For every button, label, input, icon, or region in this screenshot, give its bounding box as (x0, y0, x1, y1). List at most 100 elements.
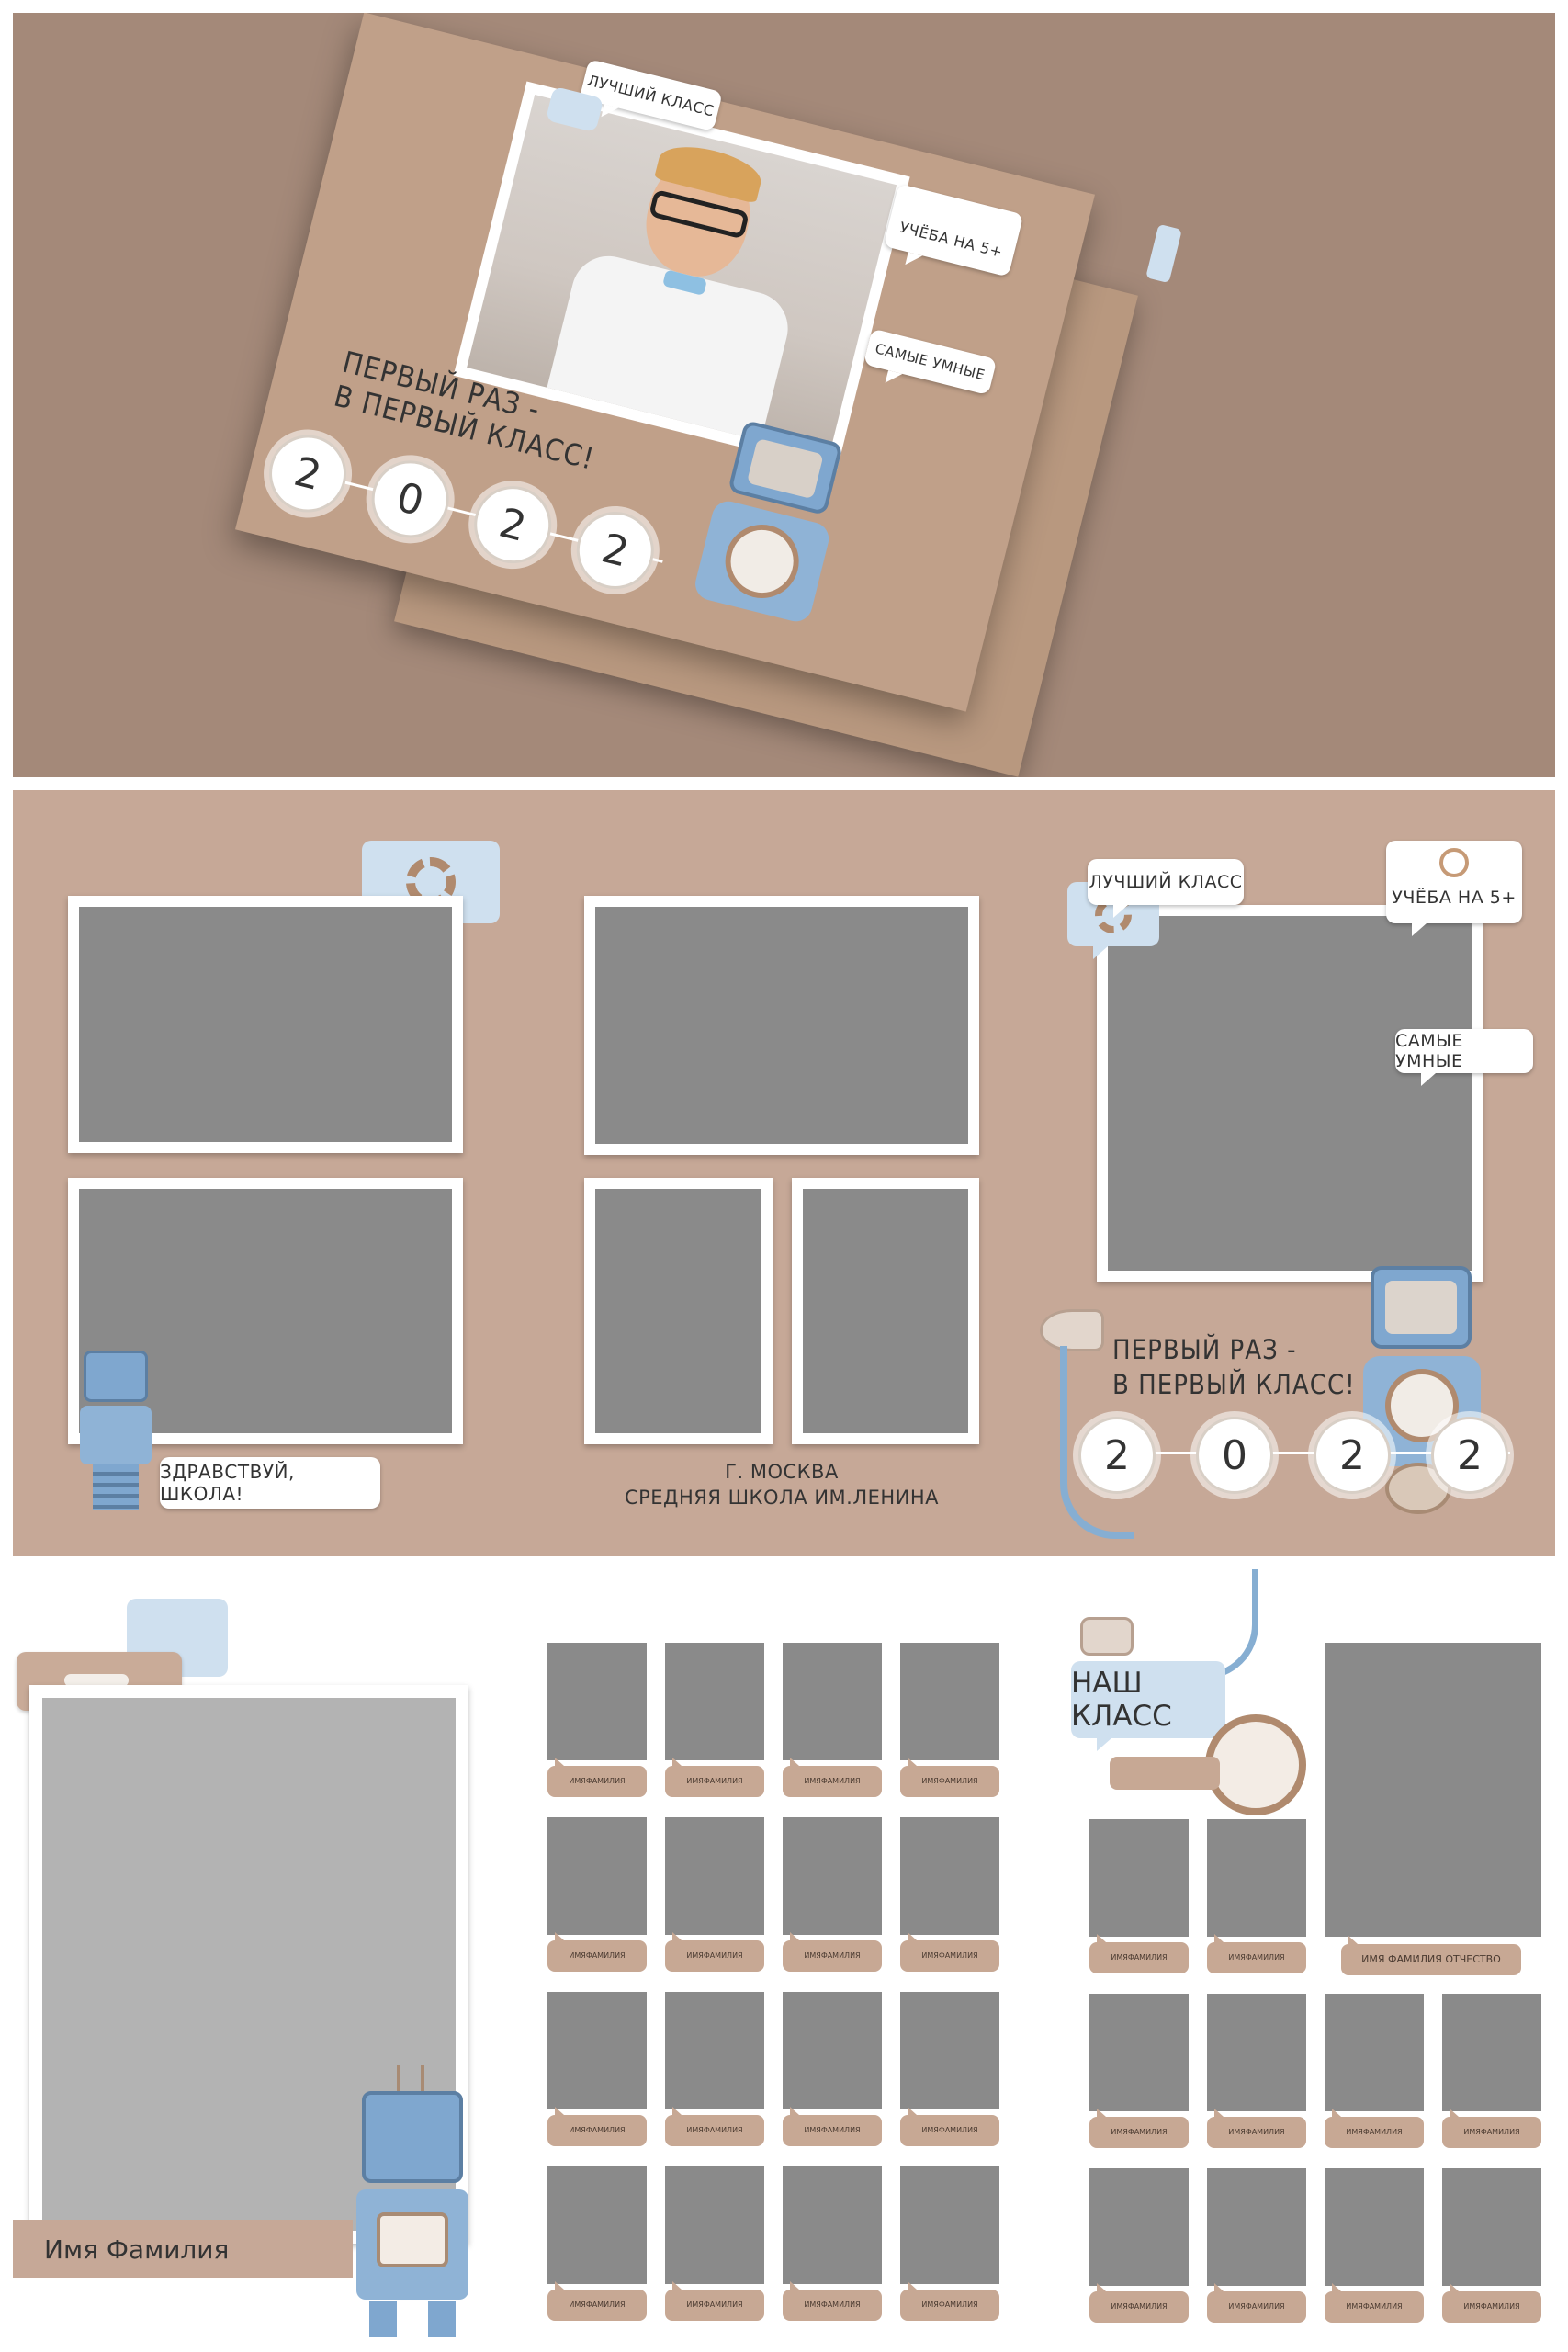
student-name-tag-text: ИМЯ (921, 2301, 939, 2309)
student-name-tag-text: ИМЯ (921, 2126, 939, 2134)
robot-legs (369, 2301, 456, 2337)
student-name-tag-text: ФАМИЛИЯ (1127, 2302, 1168, 2311)
our-class-title: НАШ КЛАСС (1071, 1667, 1172, 1733)
student-name-tag-text: ИМЯ (1111, 2128, 1128, 2136)
student-photo-placeholder (547, 1817, 647, 1935)
student-name-tag-text: ФАМИЛИЯ (585, 1777, 626, 1785)
grades-text: УЧЁБА НА 5+ (1392, 888, 1517, 908)
grades-bubble-right: УЧЁБА НА 5+ (1386, 841, 1522, 936)
student-name-tag-text: ИМЯ (1463, 2302, 1481, 2311)
year-digit-2: 0 (1196, 1417, 1273, 1494)
teacher-photo (1325, 1643, 1541, 1937)
student-name-tag-text: ИМЯ (569, 2126, 586, 2134)
student-name-tag-text: ИМЯ (686, 1951, 704, 1960)
student-name-tag-text: ИМЯ (686, 2301, 704, 2309)
student-name-tag-text: ИМЯ (1228, 2128, 1246, 2136)
robot-illustration (668, 413, 871, 656)
best-class-text: ЛУЧШИЙ КЛАСС (1089, 872, 1243, 892)
grades-bubble: УЧЁБА НА 5+ (883, 183, 1024, 277)
student-photo-placeholder (665, 1992, 764, 2109)
year-digit-3: 2 (466, 478, 560, 572)
student-name-tag-text: ИМЯ (1346, 2128, 1363, 2136)
plug-icon (1080, 1617, 1134, 1656)
student-photo-placeholder (665, 1643, 764, 1760)
student-name-tag-text: ФАМИЛИЯ (585, 2126, 626, 2134)
student-name-tag-text: ФАМИЛИЯ (585, 1951, 626, 1960)
student-photo-placeholder (1207, 2168, 1306, 2286)
student-photo-placeholder (1325, 1994, 1424, 2111)
robot-head (84, 1351, 148, 1402)
year-digit-2: 0 (363, 452, 457, 547)
student-name-tag-text: ФАМИЛИЯ (585, 2301, 626, 2309)
year-digit-4: 2 (1431, 1417, 1508, 1494)
wrench-icon (64, 1674, 129, 1687)
student-name-tag-text: ФАМИЛИЯ (1245, 1953, 1285, 1962)
student-name-tag-text: ФАМИЛИЯ (820, 2126, 861, 2134)
student-name-tag-text: ФАМИЛИЯ (1362, 2128, 1403, 2136)
best-class-text: ЛУЧШИЙ КЛАСС (585, 71, 716, 120)
photo-placeholder (595, 1189, 761, 1433)
smartest-bubble: САМЫЕ УМНЫЕ (863, 328, 998, 396)
spread-section: ЗДРАВСТВУЙ, ШКОЛА! Г. МОСКВА СРЕДНЯЯ ШКО… (13, 790, 1555, 1556)
student-photo-placeholder (665, 1817, 764, 1935)
smartest-text: САМЫЕ УМНЫЕ (1395, 1031, 1463, 1071)
student-name-tag-text: ИМЯ (686, 1777, 704, 1785)
grades-text: УЧЁБА НА 5+ (897, 218, 1005, 261)
spread-title-line2: В ПЕРВЫЙ КЛАСС! (1112, 1369, 1356, 1400)
city-text: Г. МОСКВА (725, 1461, 839, 1483)
student-name: Имя Фамилия (44, 2233, 230, 2265)
student-name-tag-text: ИМЯ (804, 2126, 821, 2134)
student-name-tag-text: ИМЯ (804, 1777, 821, 1785)
student-name-tag-text: ФАМИЛИЯ (820, 1951, 861, 1960)
student-photo-placeholder (1325, 2168, 1424, 2286)
school-text: СРЕДНЯЯ ШКОЛА ИМ.ЛЕНИНА (624, 1487, 940, 1509)
student-photo-placeholder (1207, 1994, 1306, 2111)
year-track-right (1088, 1452, 1510, 1454)
photo-frame-middle-top (584, 896, 979, 1155)
student-name-tag-text: ФАМИЛИЯ (1245, 2128, 1285, 2136)
student-photo-placeholder (900, 1817, 999, 1935)
photo-frame-right (1097, 905, 1483, 1282)
student-photo-placeholder (1442, 1994, 1541, 2111)
student-name-tag-text: ФАМИЛИЯ (938, 2301, 978, 2309)
our-class-bubble: НАШ КЛАСС (1071, 1661, 1225, 1751)
student-name-tag-text: ФАМИЛИЯ (938, 1777, 978, 1785)
student-photo-placeholder (783, 1817, 882, 1935)
student-name-tag-text: ИМЯ (1463, 2128, 1481, 2136)
year-digit-1: 2 (1078, 1417, 1156, 1494)
school-address: Г. МОСКВА СРЕДНЯЯ ШКОЛА ИМ.ЛЕНИНА (584, 1459, 979, 1510)
student-name-band: Имя Фамилия (13, 2220, 353, 2278)
student-name-tag-text: ИМЯ (804, 2301, 821, 2309)
photo-placeholder (803, 1189, 968, 1433)
student-name-tag-text: ИМЯ (569, 1951, 586, 1960)
year-digit-4: 2 (568, 503, 662, 597)
student-name-tag-text: ФАМИЛИЯ (703, 2126, 743, 2134)
